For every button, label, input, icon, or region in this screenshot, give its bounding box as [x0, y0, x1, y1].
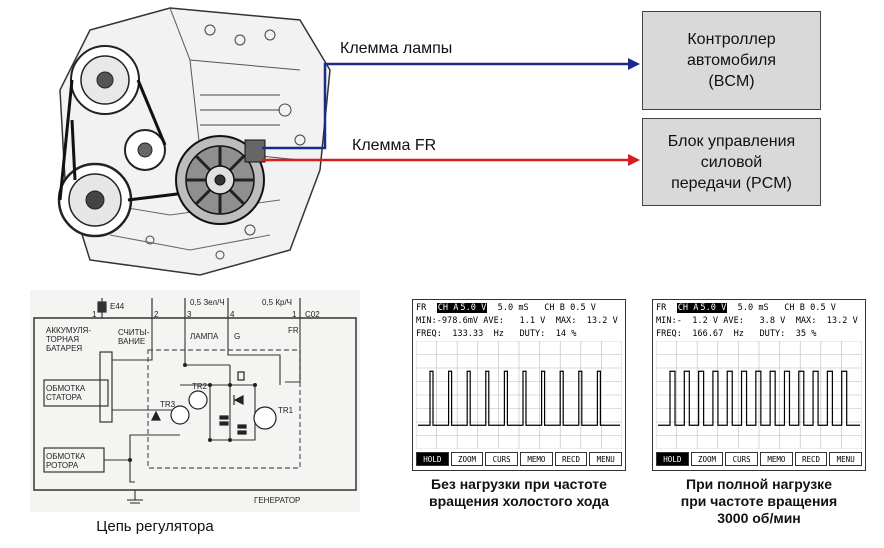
pin-1b: 1	[292, 310, 297, 319]
scope-buttons-1: HOLD ZOOM CURS MEMO RECD MENU	[416, 452, 623, 466]
recd-button[interactable]: RECD	[554, 452, 588, 466]
sense-label: СЧИТЫ- ВАНИЕ	[118, 328, 150, 346]
scope-buttons-2: HOLD ZOOM CURS MEMO RECD MENU	[656, 452, 863, 466]
connection-lines	[262, 58, 640, 166]
pcm-box: Блок управления силовой передачи (PCM)	[642, 118, 821, 206]
lamp-terminal-line	[262, 62, 630, 150]
scope-waveform-1	[416, 341, 622, 449]
scope-full-load-caption: При полной нагрузке при частоте вращения…	[680, 476, 838, 526]
tr1-label: TR1	[278, 406, 294, 415]
generator-label: ГЕНЕРАТОР	[254, 496, 301, 505]
scope-freq-2: FREQ: 166.67 Hz DUTY: 35 %	[656, 329, 817, 339]
scope-stats-2: MIN:- 1.2 V AVE: 3.8 V MAX: 13.2 V	[656, 316, 858, 326]
pin-3: 3	[187, 310, 192, 319]
wire-1-label: 0,5 Зел/Ч	[190, 298, 225, 307]
pin-2: 2	[154, 310, 159, 319]
tr2-label: TR2	[192, 382, 208, 391]
lamp-arrowhead	[628, 58, 640, 70]
fr-arrowhead	[628, 154, 640, 166]
connector-e44: E44	[110, 302, 125, 311]
g-term-label: G	[234, 332, 241, 341]
engine-illustration	[57, 7, 331, 276]
pin-1: 1	[92, 310, 97, 319]
pin-4: 4	[230, 310, 235, 319]
lamp-label: ЛАМПА	[190, 332, 219, 341]
memo-button[interactable]: MEMO	[520, 452, 553, 466]
menu-button[interactable]: MENU	[829, 452, 863, 466]
zoom-button[interactable]: ZOOM	[450, 452, 484, 466]
menu-button[interactable]: MENU	[589, 452, 623, 466]
curs-button[interactable]: CURS	[725, 452, 759, 466]
scope-freq-1: FREQ: 133.33 Hz DUTY: 14 %	[416, 329, 577, 339]
fr-terminal-label: Клемма FR	[352, 137, 437, 154]
battery-label: АККУМУЛЯ- ТОРНАЯ БАТАРЕЯ	[46, 326, 91, 353]
wire-2-label: 0,5 Кр/Ч	[262, 298, 293, 307]
recd-button[interactable]: RECD	[794, 452, 828, 466]
memo-button[interactable]: MEMO	[760, 452, 793, 466]
connector-c02: C02	[305, 310, 320, 319]
hold-button[interactable]: HOLD	[656, 452, 689, 466]
pulse-waveform	[418, 370, 620, 426]
scope-idle-caption: Без нагрузки при частоте вращения холост…	[429, 476, 609, 509]
stator-label: ОБМОТКА СТАТОРА	[46, 384, 86, 402]
upper-pulley	[70, 45, 140, 115]
alternator-icon	[175, 135, 266, 225]
crank-pulley	[57, 162, 133, 238]
fr-term-label: FR	[288, 326, 299, 335]
lamp-terminal-label: Клемма лампы	[340, 40, 453, 57]
curs-button[interactable]: CURS	[485, 452, 519, 466]
zoom-button[interactable]: ZOOM	[690, 452, 724, 466]
schematic-caption: Цепь регулятора	[96, 518, 214, 535]
scope-stats-1: MIN:-978.6mV AVE: 1.1 V MAX: 13.2 V	[416, 316, 618, 326]
tr3-label: TR3	[160, 400, 176, 409]
pulse-waveform	[658, 370, 860, 426]
regulator-schematic: E44 0,5 Зел/Ч 0,5 Кр/Ч C02 1 2 3 4 1 АКК…	[30, 290, 360, 512]
bcm-box: Контроллер автомобиля (BCM)	[642, 11, 821, 110]
scope-waveform-2	[656, 341, 862, 449]
rotor-label: ОБМОТКА РОТОРА	[46, 452, 86, 470]
hold-button[interactable]: HOLD	[416, 452, 449, 466]
